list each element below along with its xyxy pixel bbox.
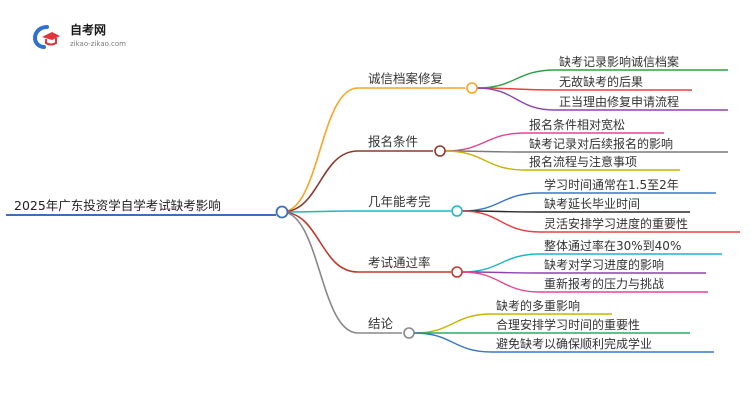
leaf-connector xyxy=(461,253,541,273)
leaf-topic: 报名流程与注意事项 xyxy=(529,154,637,169)
leaf-connector xyxy=(444,132,526,152)
branch-collapse-toggle[interactable] xyxy=(403,327,415,339)
graduation-cap-icon xyxy=(32,25,60,49)
leaf-topic: 报名条件相对宽松 xyxy=(529,117,625,132)
leaf-connector xyxy=(461,210,541,233)
leaf-topic: 避免缺考以确保顺利完成学业 xyxy=(496,336,652,351)
branch-topic: 诚信档案修复 xyxy=(368,71,444,86)
leaf-connector xyxy=(476,69,556,89)
branch-topic: 报名条件 xyxy=(368,134,418,149)
brand-name: 自考网 xyxy=(70,23,107,37)
leaf-connector xyxy=(476,87,556,111)
root-collapse-toggle[interactable] xyxy=(275,205,289,219)
leaf-topic: 缺考对学习进度的影响 xyxy=(544,257,664,272)
branch-collapse-toggle[interactable] xyxy=(466,82,478,94)
leaf-topic: 学习时间通常在1.5至2年 xyxy=(544,177,679,192)
site-logo[interactable]: 自考网 zikao-zikao.com xyxy=(30,18,170,54)
leaf-topic: 缺考记录对后续报名的影响 xyxy=(529,136,673,151)
leaf-connector xyxy=(461,271,541,293)
leaf-connector xyxy=(413,313,493,334)
leaf-topic: 缺考延长毕业时间 xyxy=(544,196,640,211)
branch-collapse-toggle[interactable] xyxy=(451,266,463,278)
branch-topic: 结论 xyxy=(368,316,394,331)
leaf-topic: 合理安排学习时间的重要性 xyxy=(496,317,640,332)
leaf-topic: 缺考记录影响诚信档案 xyxy=(559,54,679,69)
branch-connector xyxy=(281,150,359,213)
branch-collapse-toggle[interactable] xyxy=(434,145,446,157)
branch-topic: 几年能考完 xyxy=(368,194,431,209)
leaf-topic: 缺考的多重影响 xyxy=(496,298,580,313)
leaf-topic: 无故缺考的后果 xyxy=(559,74,643,89)
brand-url: zikao-zikao.com xyxy=(70,40,126,48)
branch-connector xyxy=(281,87,359,213)
leaf-topic: 灵活安排学习进度的重要性 xyxy=(544,216,688,231)
leaf-topic: 整体通过率在30%到40% xyxy=(544,238,681,253)
branch-connector xyxy=(281,211,359,334)
branch-collapse-toggle[interactable] xyxy=(451,205,463,217)
root-topic: 2025年广东投资学自学考试缺考影响 xyxy=(14,198,221,213)
leaf-topic: 正当理由修复申请流程 xyxy=(559,94,679,109)
leaf-connector xyxy=(444,150,526,171)
branch-connector xyxy=(281,211,359,273)
leaf-connector xyxy=(413,332,493,353)
leaf-connector xyxy=(461,192,541,212)
branch-connector xyxy=(281,210,359,213)
branch-topic: 考试通过率 xyxy=(368,255,431,270)
leaf-topic: 重新报考的压力与挑战 xyxy=(544,276,664,291)
